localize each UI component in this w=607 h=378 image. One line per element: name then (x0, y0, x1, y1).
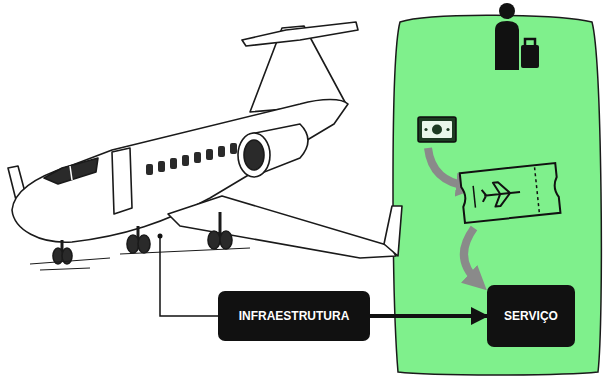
jet-aircraft (8, 22, 402, 270)
leader-dot (158, 234, 163, 239)
jet-aircraft-part (242, 22, 358, 46)
ticket-icon-part (481, 180, 521, 208)
jet-aircraft-part (238, 133, 270, 177)
infrastructure-box: INFRAESTRUTURA (218, 291, 370, 341)
money-icon-part (418, 117, 456, 142)
ticket-flow-arrow (464, 228, 478, 282)
jet-aircraft-part-part (182, 155, 189, 166)
luggage-icon-part (521, 45, 539, 68)
leader-line (160, 236, 218, 316)
green-panel (393, 15, 601, 375)
money-icon-part (446, 128, 449, 131)
jet-aircraft-part-part (194, 152, 201, 163)
jet-aircraft-part-part (230, 143, 237, 154)
service-box: SERVIÇO (487, 285, 575, 347)
jet-aircraft-part (70, 166, 72, 180)
passenger-icon (495, 3, 519, 70)
luggage-icon (521, 39, 539, 68)
jet-aircraft-part (220, 231, 232, 249)
jet-aircraft-part (30, 248, 250, 270)
jet-aircraft-part-part (146, 164, 153, 175)
passenger-icon-part (499, 3, 515, 19)
ticket-icon-part (473, 186, 475, 208)
ticket-icon-part (535, 167, 540, 213)
jet-aircraft-part (168, 196, 396, 258)
jet-aircraft-part-part (170, 158, 177, 169)
money-icon-part (422, 121, 452, 138)
flow-arrow (370, 314, 487, 318)
luggage-icon-part (525, 39, 535, 45)
jet-aircraft-part (219, 212, 222, 236)
passenger-icon-part (495, 21, 519, 70)
box-label: SERVIÇO (504, 309, 558, 323)
jet-aircraft-part (244, 140, 264, 170)
jet-aircraft-part (138, 235, 150, 253)
jet-aircraft-part (208, 231, 220, 249)
money-icon-part (432, 125, 442, 135)
box-label: INFRAESTRUTURA (239, 309, 350, 323)
jet-aircraft-part (146, 143, 237, 175)
ticket-icon (460, 163, 561, 223)
jet-aircraft-part (384, 206, 402, 256)
jet-aircraft-part-part (158, 161, 165, 172)
money-icon (418, 117, 456, 142)
jet-aircraft-part-part (218, 146, 225, 157)
jet-aircraft-part (112, 148, 132, 214)
jet-aircraft-part-part (206, 149, 213, 160)
jet-aircraft-part (44, 158, 98, 184)
ticket-icon-part (460, 163, 561, 223)
money-icon-part (424, 128, 427, 131)
